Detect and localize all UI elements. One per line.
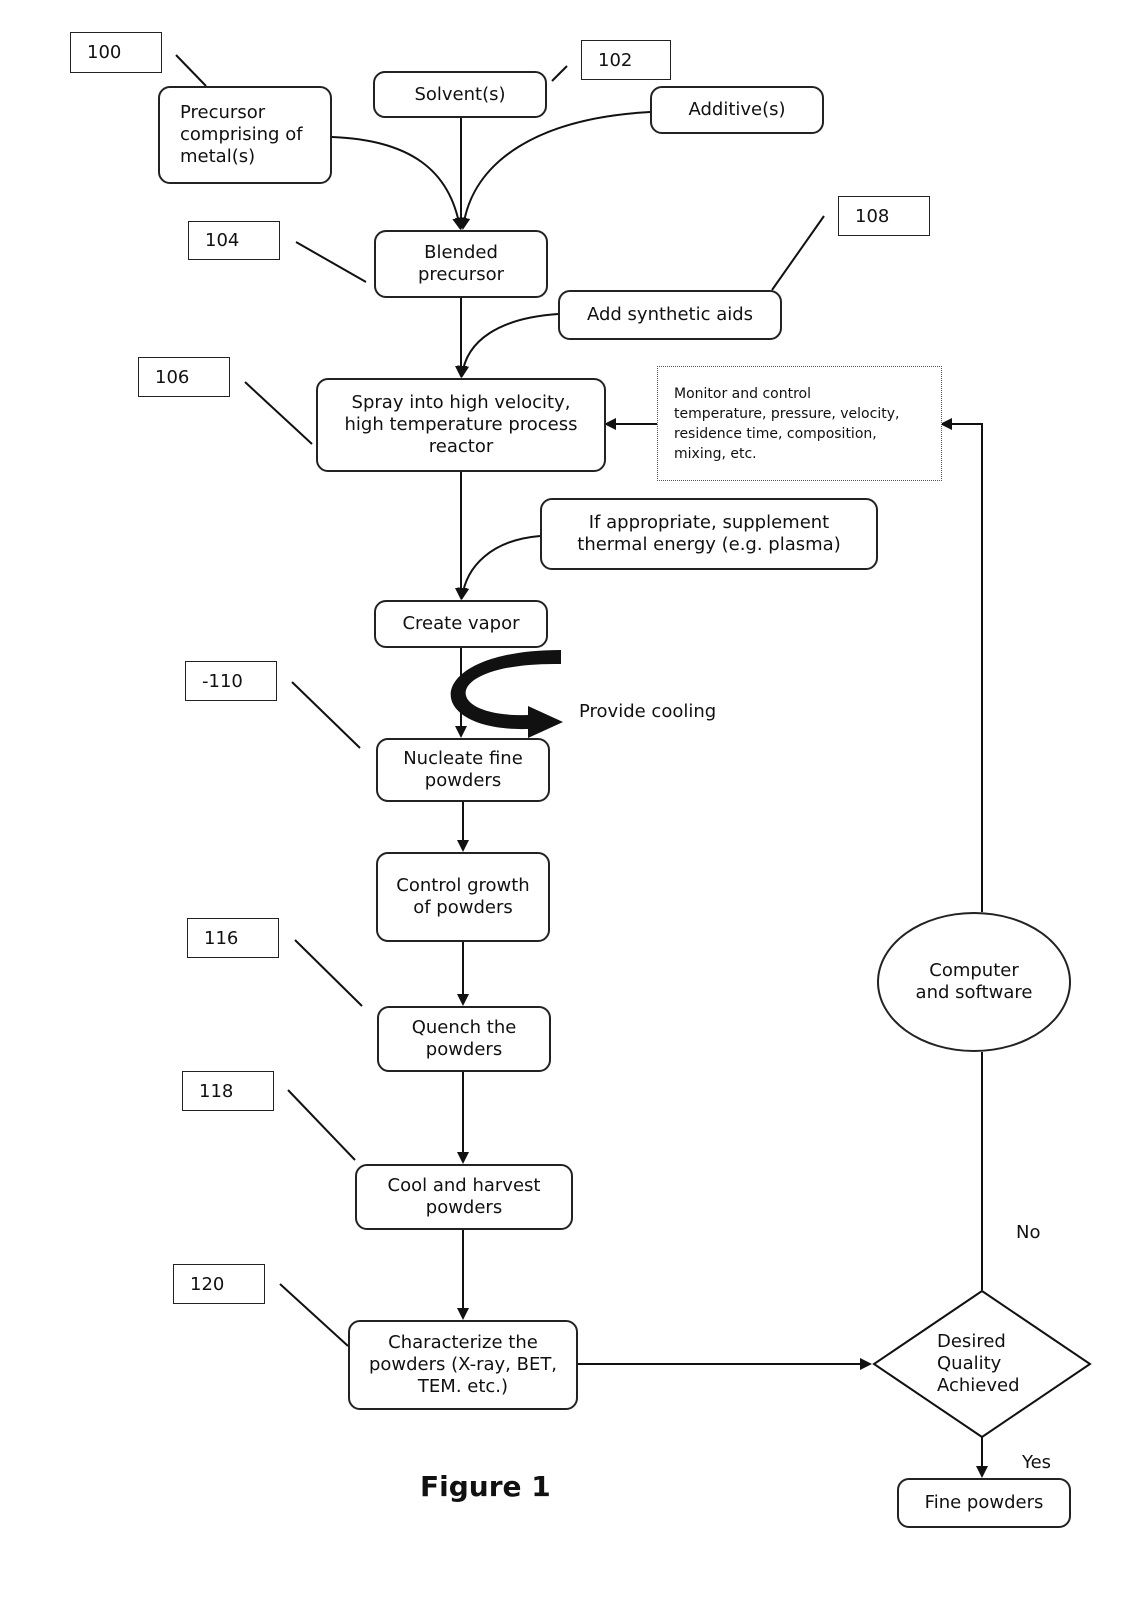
figure-title: Figure 1 (420, 1470, 551, 1503)
create-vapor-node: Create vapor (374, 600, 548, 648)
cooling-arrow-icon (450, 650, 563, 738)
leader-104 (295, 241, 367, 283)
leader-110 (291, 681, 361, 749)
solvent-node: Solvent(s) (373, 71, 547, 118)
monitor-control-box: Monitor and control temperature, pressur… (657, 366, 942, 481)
ref-108: 108 (838, 196, 930, 236)
ref-118: 118 (182, 1071, 274, 1111)
leader-106 (244, 381, 313, 445)
cool-harvest-node: Cool and harvest powders (355, 1164, 573, 1230)
supplement-thermal-node: If appropriate, supplement thermal energ… (540, 498, 878, 570)
yes-label: Yes (1022, 1452, 1052, 1473)
leader-102 (551, 65, 568, 82)
precursor-node: Precursor comprising of metal(s) (158, 86, 332, 184)
leader-118 (287, 1089, 356, 1161)
arrow-precursor-blended (331, 136, 465, 230)
ref-102: 102 (581, 40, 671, 80)
leader-120 (279, 1283, 349, 1347)
provide-cooling-label: Provide cooling (579, 701, 717, 722)
quench-node: Quench the powders (377, 1006, 551, 1072)
ref-100: 100 (70, 32, 162, 73)
leader-108 (771, 215, 825, 291)
ref-116: 116 (187, 918, 279, 958)
control-growth-node: Control growth of powders (376, 852, 550, 942)
fine-powders-node: Fine powders (897, 1478, 1071, 1528)
spray-reactor-node: Spray into high velocity, high temperatu… (316, 378, 606, 472)
nucleate-node: Nucleate fine powders (376, 738, 550, 802)
additive-node: Additive(s) (650, 86, 824, 134)
arrow-computer-monitor (940, 418, 983, 912)
blended-precursor-node: Blended precursor (374, 230, 548, 298)
ref-120: 120 (173, 1264, 265, 1304)
arrow-additive-blended (458, 111, 651, 230)
arrow-aids-spray (457, 313, 559, 378)
decision-diamond (872, 1289, 1092, 1439)
computer-software-node: Computer and software (877, 912, 1071, 1052)
leader-116 (294, 939, 363, 1007)
leader-100 (175, 54, 207, 87)
ref-104: 104 (188, 221, 280, 260)
add-synthetic-aids-node: Add synthetic aids (558, 290, 782, 340)
arrow-supplement-vapor (457, 535, 541, 600)
ref-110: -110 (185, 661, 277, 701)
no-label: No (1016, 1222, 1041, 1243)
decision-label: Desired Quality Achieved (937, 1331, 1020, 1396)
ref-106: 106 (138, 357, 230, 397)
characterize-node: Characterize the powders (X-ray, BET, TE… (348, 1320, 578, 1410)
